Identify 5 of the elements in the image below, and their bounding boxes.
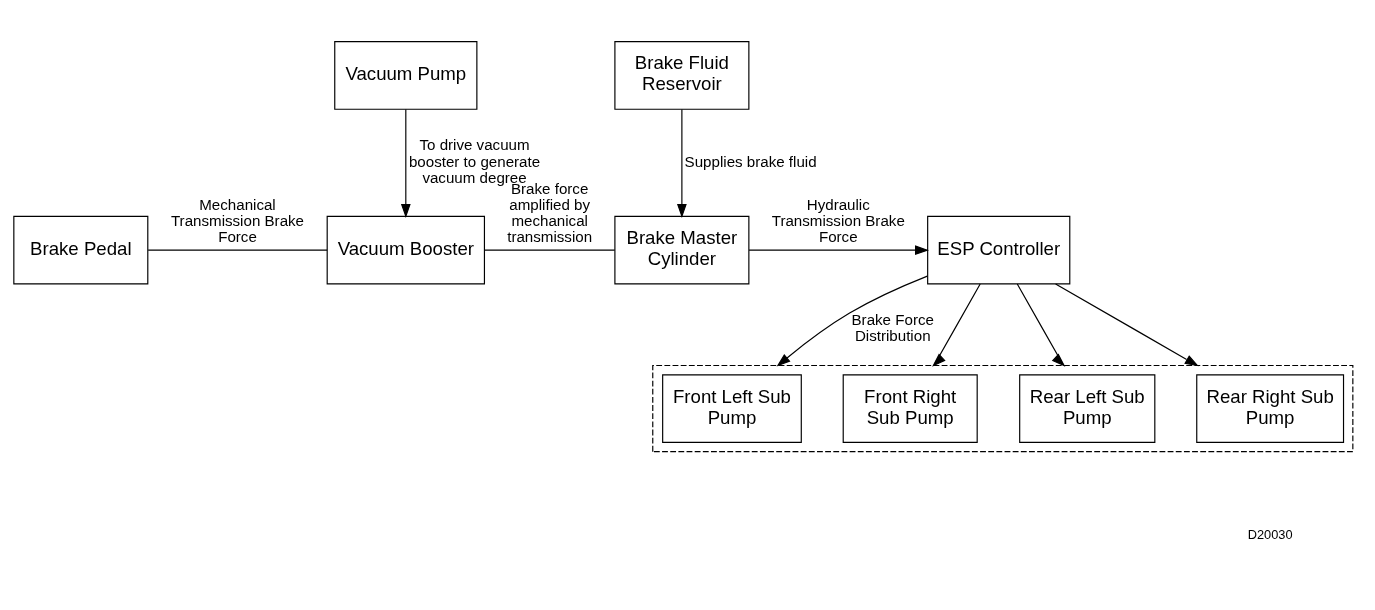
label: D20030 [1247,526,1293,542]
edge-label: Brake Force Distribution [851,310,934,344]
edge-label: Supplies brake fluid [684,152,817,170]
edge-label: Hydraulic Transmission Brake Force [771,195,905,245]
edge-label: Mechanical Transmission Brake Force [170,195,304,245]
